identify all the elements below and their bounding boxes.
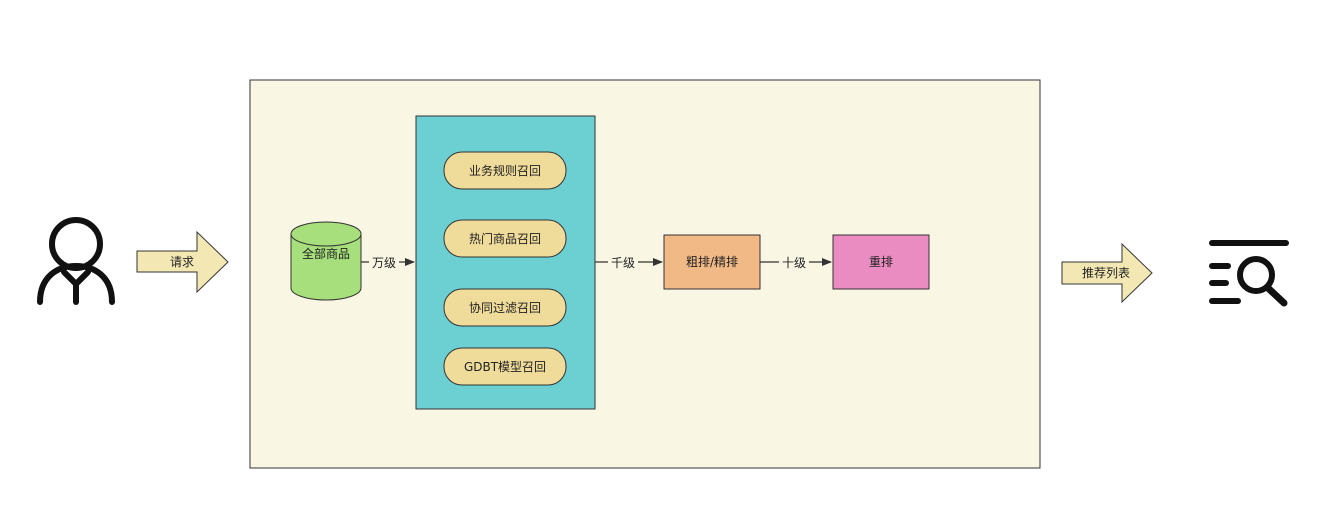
rerank-label: 重排 — [869, 255, 893, 269]
edge-shi-label: 十级 — [782, 256, 806, 270]
recall-item: GDBT模型召回 — [443, 347, 567, 386]
recall-item: 协同过滤召回 — [443, 288, 567, 327]
coarse-fine-rank-box: 粗排/精排 — [663, 234, 761, 290]
list-search-icon — [1209, 240, 1289, 307]
recall-item: 业务规则召回 — [443, 151, 567, 190]
edge-qian-label: 千级 — [611, 256, 635, 270]
recall-item-label: 热门商品召回 — [469, 231, 541, 246]
recall-item-label: GDBT模型召回 — [464, 360, 546, 374]
rerank-box: 重排 — [832, 234, 930, 290]
recall-item-label: 协同过滤召回 — [469, 300, 541, 315]
edge-wan-label: 万级 — [372, 256, 396, 270]
edge-qian-level: 千级 — [595, 253, 663, 271]
coarse-fine-rank-label: 粗排/精排 — [686, 255, 738, 269]
edge-wan-level: 万级 — [361, 253, 415, 271]
request-label: 请求 — [170, 255, 194, 269]
recall-item: 热门商品召回 — [443, 219, 567, 258]
request-arrow: 请求 — [136, 230, 229, 294]
recommend-list-label: 推荐列表 — [1082, 266, 1130, 280]
all-products-label: 全部商品 — [302, 246, 350, 261]
user-icon — [37, 217, 115, 305]
recall-item-label: 业务规则召回 — [469, 163, 541, 178]
recommend-list-arrow: 推荐列表 — [1061, 242, 1153, 304]
all-products-database: 全部商品 — [290, 221, 362, 301]
edge-shi-level: 十级 — [760, 253, 832, 271]
